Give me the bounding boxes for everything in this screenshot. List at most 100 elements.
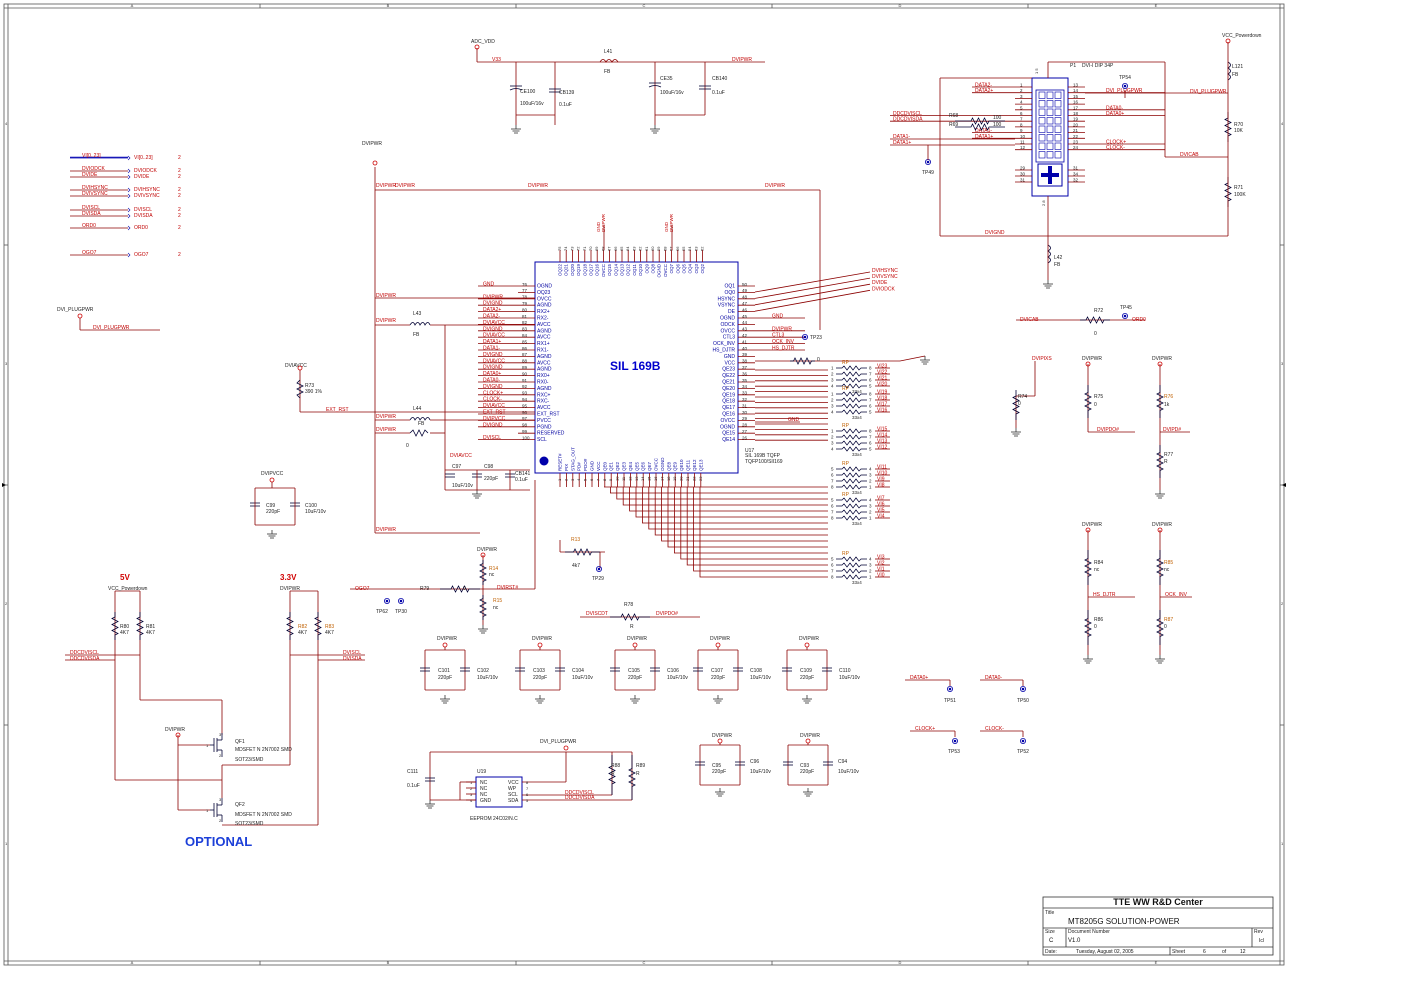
border-row-label: 4 (1281, 121, 1284, 126)
dvi-plugpwr-label: DVI_PLUGPWR (57, 307, 94, 313)
chip-pin-number: 56 (675, 246, 680, 251)
c111-value: 0.1uF (407, 783, 420, 789)
test-point-ring (802, 333, 809, 340)
border-col-label: C (643, 960, 646, 965)
chip-pin-name: QE17 (722, 405, 735, 411)
chip-pin-name: QE16 (722, 412, 735, 418)
eeprom-pin-name: SDA (508, 798, 519, 804)
chip-left-net: GND (483, 282, 495, 288)
rpack-pin: 7 (869, 398, 872, 403)
chip-pin-name: VCC (596, 461, 601, 471)
chip-pin-name: QE15 (722, 431, 735, 437)
resistor-body (1084, 385, 1092, 418)
connector-pin-cell (1054, 91, 1062, 99)
rpack-pin: 2 (831, 435, 834, 440)
chip-pin-number: 89 (522, 365, 528, 370)
vcc-powerdown-label: VCC_Powerdown (108, 586, 148, 592)
resistor-body (1012, 390, 1020, 420)
chip-pin-number: 44 (742, 320, 748, 325)
rpack-pin: 7 (869, 435, 872, 440)
dvirst-net: DVIRST# (497, 585, 518, 591)
netlist-to: DVIDE (134, 174, 150, 180)
ddcdviscl-net: DDCDVISCL (70, 650, 99, 656)
resistor (1156, 385, 1164, 418)
rpack-pin: 1 (831, 392, 834, 397)
cap-label: C109 (800, 668, 812, 674)
connector-pin-cell (1054, 125, 1062, 133)
netlist-sheet: 2 (178, 213, 181, 219)
rpack-pin: 7 (831, 510, 834, 515)
optional-label: OPTIONAL (185, 834, 252, 849)
rpack-resistor (836, 397, 867, 403)
data0m-net: DATA0- (985, 675, 1002, 681)
power-port (297, 365, 303, 371)
netlist-to: VI[0..23] (134, 155, 153, 161)
netlist-to: DVIVSYNC (134, 193, 160, 199)
r68-value: 100 (993, 115, 1002, 121)
chip-pin-name: QE22 (722, 373, 735, 379)
rpack-net: VI2 (877, 561, 885, 567)
netlist-sheet: 2 (178, 155, 181, 161)
chip-pin-number: 40 (742, 346, 748, 351)
cap-label: C103 (533, 668, 545, 674)
chip-pin-number: 62 (638, 246, 643, 251)
qf2-label: QF2 (235, 802, 245, 808)
rpack-resistor (836, 556, 867, 562)
rpack-resistor (836, 377, 867, 383)
v33-net: V33 (492, 57, 501, 63)
tp53-label: TP53 (948, 749, 960, 755)
rpack-label: RP (842, 360, 850, 366)
netlist-arrow (127, 225, 131, 231)
ground-symbol (425, 800, 435, 809)
chip-pin-name: RX1- (537, 348, 549, 354)
tp50-label: TP50 (1017, 698, 1029, 704)
chip-pin-name: AVCC (537, 335, 551, 341)
c98-value: 220pF (484, 476, 498, 482)
tb-sheet: 6 (1203, 949, 1206, 955)
eeprom-pin-num: 1 (470, 780, 473, 785)
netlist-arrow (127, 187, 131, 193)
chip-pin-name: OGND (720, 316, 735, 322)
l121-value: FB (1232, 72, 1239, 78)
power-port (77, 313, 83, 319)
chip-right-nets: DVIHSYNCDVIVSYNCDVIDEDVIODCKGNDDVIPWRCTL… (754, 268, 926, 423)
netlist-from: ORD0 (82, 223, 96, 229)
connector-right-net: DVI_PLUGPWR (1106, 88, 1143, 94)
chip-pin-number: 48 (742, 295, 748, 300)
chip-pin-number: 30 (742, 410, 748, 415)
resistor (286, 612, 294, 640)
border-col-label: C (643, 3, 646, 8)
netlist-to: DVISCL (134, 207, 152, 213)
border-row-label: 3 (1281, 361, 1284, 366)
connector-left-net: DATA2+ (975, 88, 993, 94)
r77-label: R77 (1164, 452, 1173, 458)
chip-pin-name: RESERVED (537, 431, 565, 437)
chip-right-net: DVIVSYNC (872, 274, 898, 280)
test-point-dot (953, 739, 957, 743)
tp30-label: TP30 (395, 609, 407, 615)
chip-pin-number: 87 (522, 352, 528, 357)
chip-left-net: DVIGND (483, 326, 503, 332)
rpack-net: VI23 (877, 364, 888, 370)
bus-line (680, 487, 828, 560)
chip-pin-name: OGND (537, 284, 552, 290)
resistor (608, 755, 616, 795)
ce35-value: 100uF/16v (660, 90, 684, 96)
chip-pin-name: QE10 (679, 459, 684, 471)
chip-pin-number: 64 (625, 246, 630, 251)
chip-pin-number: 50 (742, 282, 748, 287)
chip-pin-number: 47 (742, 301, 748, 306)
netlist-from: DVIDE (82, 172, 98, 178)
eeprom-pin-num: 2 (470, 786, 473, 791)
resistor (628, 755, 636, 800)
bus-line (629, 487, 828, 512)
mosfet-pin: 2 (219, 818, 222, 823)
rpack-pin: 4 (831, 384, 834, 389)
dvipwr-net: DVIPWR (376, 527, 396, 533)
r78-value: R (630, 624, 634, 630)
rpack-pin: 7 (831, 569, 834, 574)
chip-pin-name: QE8 (666, 461, 671, 471)
chip-pin-number: 59 (656, 246, 661, 251)
cap-label: C93 (800, 763, 809, 769)
chip-left-nets: GNDDVIPWRDVIGNDDATA2+DATA2-DVIAVCCDVIGND… (478, 282, 518, 441)
